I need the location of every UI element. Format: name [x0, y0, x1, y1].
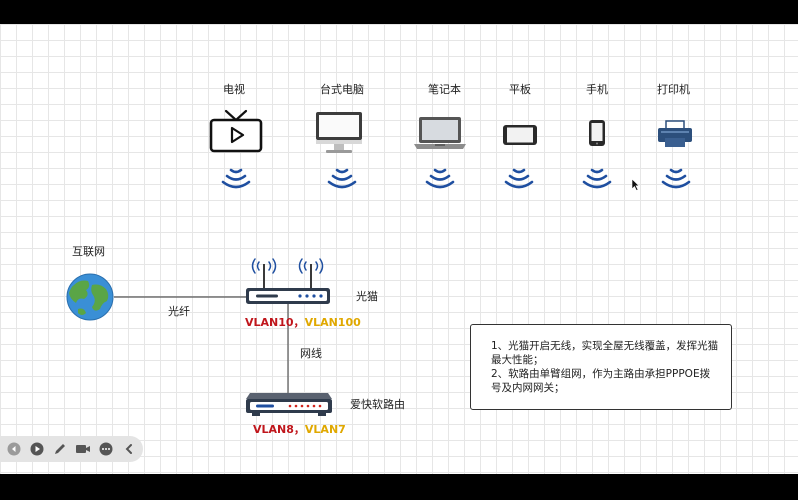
label-laptop: 笔记本 — [428, 83, 461, 96]
play-icon[interactable] — [29, 441, 45, 457]
modem-vlan-a: VLAN10， — [245, 316, 305, 329]
wifi-signal-icon — [425, 168, 455, 189]
note-line-1: 1、光猫开启无线，实现全屋无线覆盖，发挥光猫最大性能； — [491, 340, 719, 366]
presentation-toolbar — [0, 436, 143, 462]
laptop-icon — [414, 117, 466, 149]
router-vlan-a: VLAN8， — [253, 423, 305, 436]
printer-icon — [658, 120, 692, 147]
router-icon — [246, 393, 332, 416]
label-desktop: 台式电脑 — [320, 83, 364, 96]
phone-icon — [589, 120, 605, 146]
note-box: 1、光猫开启无线，实现全屋无线覆盖，发挥光猫最大性能； 2、软路由单臂组网，作为… — [470, 324, 732, 410]
label-cable: 网线 — [300, 347, 322, 360]
globe-icon — [66, 273, 114, 321]
modem-vlan-b: VLAN100 — [304, 316, 361, 329]
label-router: 爱快软路由 — [350, 398, 405, 411]
camera-icon[interactable] — [75, 441, 91, 457]
tablet-icon — [503, 125, 537, 145]
wifi-signal-icon — [327, 168, 357, 189]
label-phone: 手机 — [586, 83, 608, 96]
label-tv: 电视 — [223, 83, 245, 96]
pen-icon[interactable] — [52, 441, 68, 457]
label-modem: 光猫 — [356, 290, 378, 303]
label-tablet: 平板 — [509, 83, 531, 96]
label-printer: 打印机 — [657, 83, 690, 96]
desktop-monitor-icon — [316, 112, 362, 153]
router-vlans: VLAN8，VLAN7 — [253, 421, 346, 437]
cursor-icon — [631, 178, 640, 191]
label-internet: 互联网 — [72, 245, 105, 258]
connection-lines — [114, 296, 289, 395]
tv-icon — [209, 109, 263, 153]
modem-vlans: VLAN10，VLAN100 — [245, 314, 361, 330]
label-fiber: 光纤 — [168, 305, 190, 318]
optical-modem-icon — [246, 258, 330, 304]
wifi-signal-icon — [504, 168, 534, 189]
prev-icon[interactable] — [6, 441, 22, 457]
diagram-canvas: 电视 台式电脑 笔记本 平板 手机 打印机 — [0, 24, 798, 474]
wifi-signal-icon — [221, 168, 251, 189]
router-vlan-b: VLAN7 — [304, 423, 346, 436]
collapse-icon[interactable] — [121, 441, 137, 457]
more-icon[interactable] — [98, 441, 114, 457]
note-line-2: 2、软路由单臂组网，作为主路由承担PPPOE拨号及内网网关； — [491, 368, 711, 394]
wifi-signal-icon — [661, 168, 691, 189]
wifi-signal-icon — [582, 168, 612, 189]
